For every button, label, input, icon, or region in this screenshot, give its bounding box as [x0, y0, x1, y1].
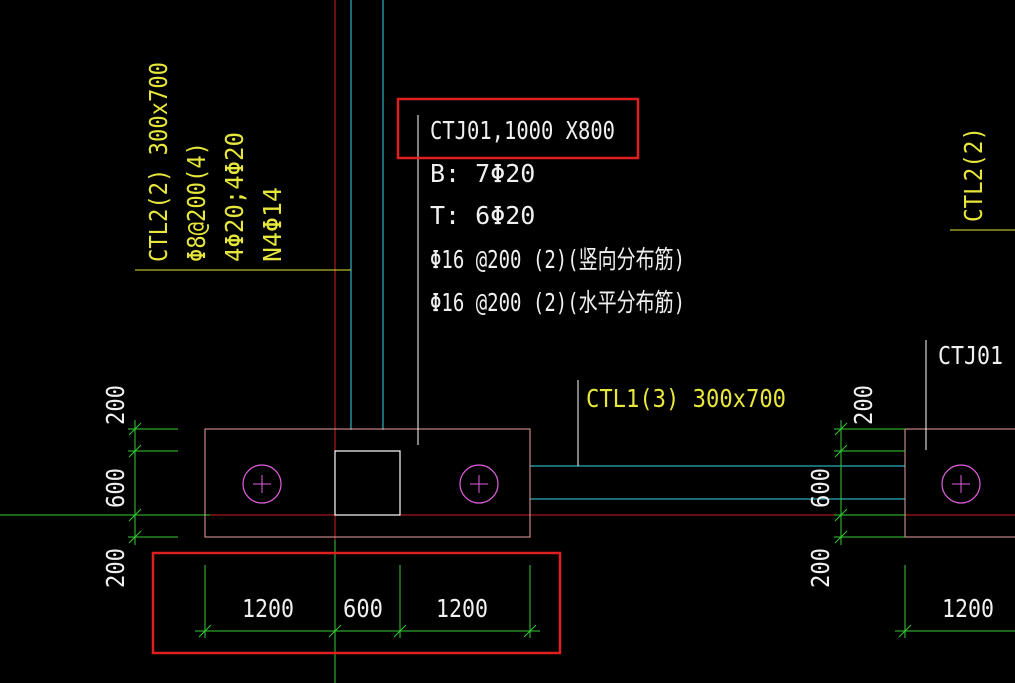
ctj01-right-name[interactable]: CTJ01 — [938, 341, 1003, 370]
pile-left[interactable] — [242, 464, 282, 504]
ctl1-name[interactable]: CTL1(3) 300x700 — [586, 384, 786, 413]
cap-top-bars[interactable]: T: 6Φ20 — [430, 201, 535, 230]
dim-vr-1[interactable]: 200 — [849, 385, 878, 425]
highlight-cap-title — [396, 97, 640, 160]
leader-lines — [135, 115, 1015, 466]
ctl2-left-name[interactable]: CTL2(2) 300x700 — [144, 62, 173, 262]
pile-cap-left[interactable] — [204, 428, 531, 538]
cap-horizontal-dist[interactable]: Φ16 @200 (2)(水平分布筋) — [430, 288, 685, 317]
column-square[interactable] — [334, 450, 401, 516]
dim-hl-3[interactable]: 1200 — [436, 594, 488, 623]
beam-lines — [350, 0, 905, 500]
ctl2-left-stirrups[interactable]: Φ8@200(4) — [182, 142, 211, 262]
dim-vl-2[interactable]: 600 — [101, 468, 130, 508]
highlight-dimensions — [151, 551, 562, 655]
dim-hr-1[interactable]: 1200 — [942, 594, 994, 623]
ctl2-right-name[interactable]: CTL2(2) — [959, 127, 988, 222]
dim-vr-2[interactable]: 600 — [806, 468, 835, 508]
dim-vl-3[interactable]: 200 — [101, 548, 130, 588]
dim-hl-2[interactable]: 600 — [343, 594, 383, 623]
cap-label: CTJ01,1000 X800 B: 7Φ20 T: 6Φ20 Φ16 @200… — [430, 116, 685, 317]
ctl2-left-side-bars[interactable]: N4Φ14 — [258, 187, 287, 262]
pile-right[interactable] — [941, 464, 981, 504]
beam-ctl2-left-label: CTL2(2) 300x700 Φ8@200(4) 4Φ20;4Φ20 N4Φ1… — [144, 62, 287, 262]
dim-horizontal-left: 1200 600 1200 — [195, 565, 540, 638]
piles — [242, 464, 981, 504]
dim-vertical-left: 200 600 200 — [101, 385, 178, 588]
dim-vl-1[interactable]: 200 — [101, 385, 130, 425]
dim-horizontal-right: 1200 — [895, 565, 1015, 638]
pile-caps — [204, 428, 1015, 538]
cap-bottom-bars[interactable]: B: 7Φ20 — [430, 159, 535, 188]
pile-middle[interactable] — [459, 464, 499, 504]
ctl2-left-longitudinal[interactable]: 4Φ20;4Φ20 — [220, 132, 249, 262]
pile-cap-right[interactable] — [904, 428, 1015, 538]
dim-hl-1[interactable]: 1200 — [242, 594, 294, 623]
dim-vr-3[interactable]: 200 — [806, 548, 835, 588]
dim-vertical-right: 200 600 200 — [806, 385, 905, 588]
cap-title[interactable]: CTJ01,1000 X800 — [430, 116, 615, 145]
cap-vertical-dist[interactable]: Φ16 @200 (2)(竖向分布筋) — [430, 245, 685, 274]
